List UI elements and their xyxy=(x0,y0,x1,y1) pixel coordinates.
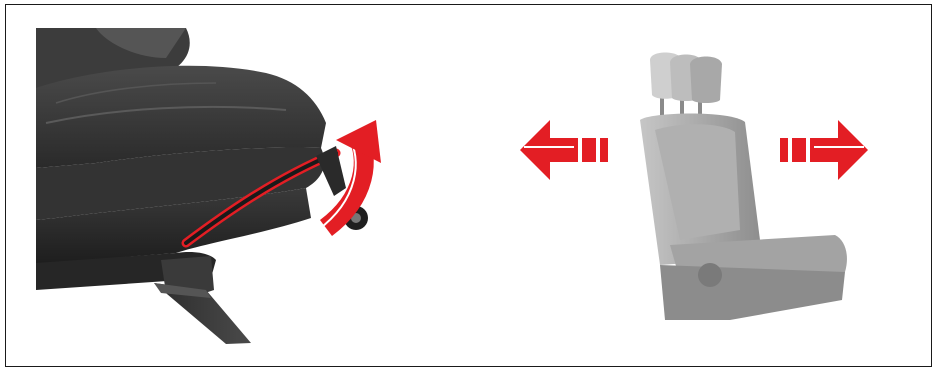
seat-icon xyxy=(640,53,847,321)
seat-lever-illustration xyxy=(36,28,406,344)
arrow-right-icon xyxy=(780,120,868,180)
seat-slide-illustration xyxy=(510,50,880,330)
arrow-left-icon xyxy=(520,120,608,180)
seat-lever-icon xyxy=(36,28,406,344)
